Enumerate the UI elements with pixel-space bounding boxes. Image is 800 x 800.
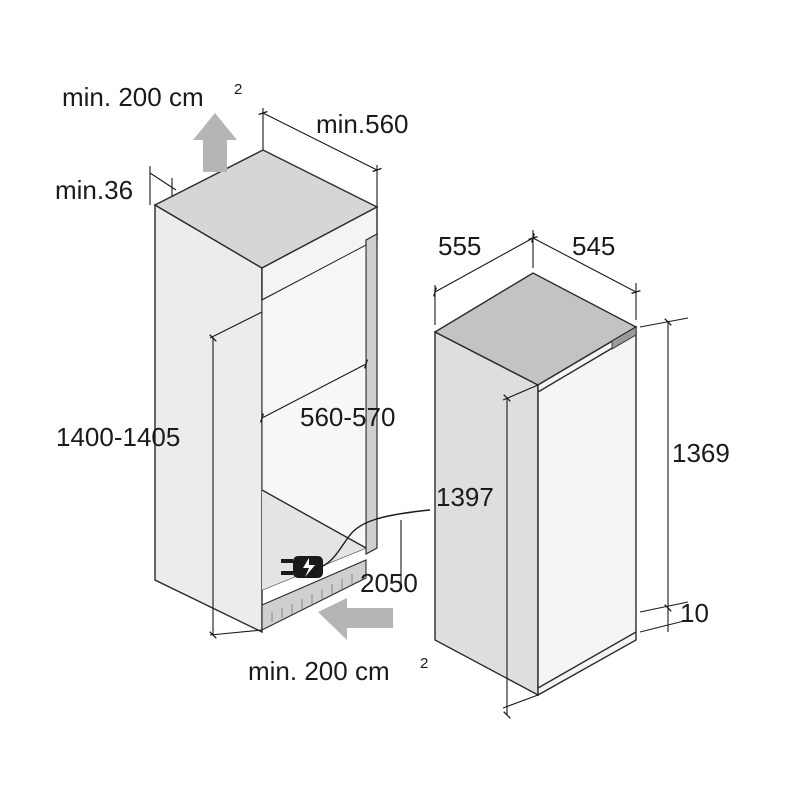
niche-cabinet [153,149,379,634]
label-cable-length: 2050 [360,568,418,598]
label-vent-top: min. 200 cm [62,82,204,112]
power-plug-icon [281,509,431,578]
label-niche-depth: min.560 [316,109,409,139]
niche-side-panel [154,203,263,634]
label-gap-top: min.36 [55,175,133,205]
appliance-door [537,325,637,697]
label-appliance-width: 555 [438,231,481,261]
appliance-side [434,330,539,697]
dimension-lines [149,108,689,719]
appliance [433,272,638,697]
label-vent-bottom: min. 200 cm [248,656,390,686]
label-door-height: 1397 [436,482,494,512]
label-vent-top-sup: 2 [234,81,242,98]
label-niche-width: 560-570 [300,402,395,432]
label-appliance-height: 1369 [672,438,730,468]
vent-arrow-up [193,113,237,172]
label-appliance-depth: 545 [572,231,615,261]
niche-right-panel [365,232,378,556]
label-bottom-offset: 10 [680,598,709,628]
label-niche-height: 1400-1405 [56,422,180,452]
niche-inner-floor [262,490,366,590]
label-vent-bottom-sup: 2 [420,655,428,672]
door-hinge [611,326,637,350]
vent-arrow-in [318,598,393,640]
base-vent-grille [261,559,367,631]
